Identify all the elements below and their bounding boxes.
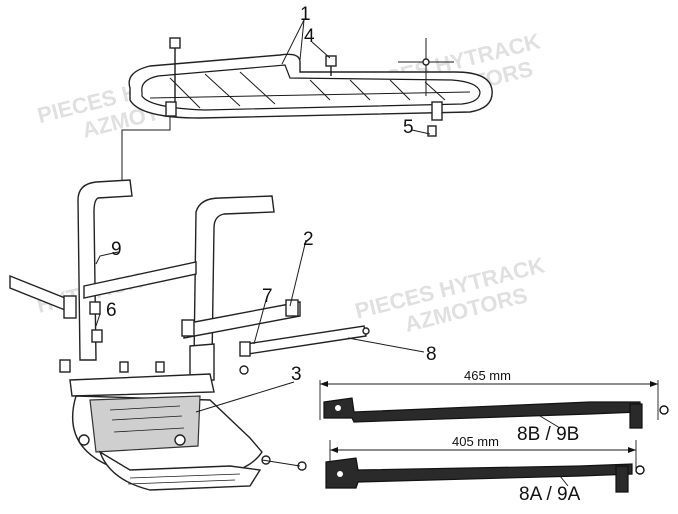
front-frame (9, 179, 307, 491)
dimension-465: 465 mm (464, 368, 511, 383)
watermark-middle: PIECES HYTRACK AZMOTORS (352, 252, 547, 337)
callout-7: 7 (262, 286, 273, 307)
callout-6: 6 (106, 300, 117, 321)
callout-4: 4 (304, 26, 315, 47)
bracket-code-8b-9b: 8B / 9B (517, 424, 579, 445)
bracket-405: 405 mm 8A / 9A (325, 434, 645, 505)
bracket-465: 465 mm 8B / 9B (319, 368, 669, 445)
callout-5: 5 (403, 117, 414, 138)
callout-3: 3 (291, 364, 302, 385)
rear-rack (128, 37, 493, 137)
callout-9: 9 (111, 239, 122, 260)
bracket-code-8a-9a: 8A / 9A (519, 484, 581, 505)
callout-2: 2 (303, 229, 314, 250)
dimension-405: 405 mm (452, 434, 499, 449)
callout-1: 1 (300, 4, 311, 25)
callout-8: 8 (426, 344, 437, 365)
support-bar-8 (239, 325, 370, 375)
